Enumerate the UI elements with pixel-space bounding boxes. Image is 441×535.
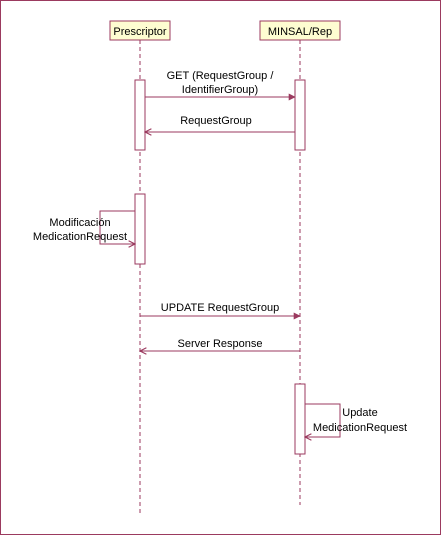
message-update-request-group-label: UPDATE RequestGroup [161, 302, 279, 314]
message-request-group-return-label: RequestGroup [180, 115, 252, 127]
participant-minsal-label: MINSAL/Rep [268, 26, 332, 38]
message-get-label-line2: IdentifierGroup) [182, 84, 258, 96]
activation-minsal-2 [294, 383, 306, 455]
participant-prescriptor: Prescriptor [109, 20, 171, 41]
message-request-group-return: RequestGroup [145, 115, 295, 132]
message-modificacion-self: Modificación MedicationRequest [33, 210, 135, 244]
message-update-self: Update MedicationRequest [305, 403, 407, 437]
message-modificacion-self-arrow [99, 210, 135, 244]
participant-minsal-box [259, 20, 341, 41]
activation-minsal-1 [294, 79, 306, 151]
message-get: GET (RequestGroup / IdentifierGroup) [145, 70, 296, 101]
participant-minsal: MINSAL/Rep [259, 20, 341, 41]
message-modificacion-label-line1: Modificación [49, 217, 110, 229]
message-update-label-line2: MedicationRequest [313, 422, 407, 434]
participant-prescriptor-box [109, 20, 171, 41]
participant-prescriptor-label: Prescriptor [113, 26, 167, 38]
message-server-response-label: Server Response [178, 338, 263, 350]
activation-prescriptor-1 [134, 79, 146, 151]
message-update-self-arrow [305, 403, 341, 437]
message-server-response: Server Response [140, 338, 300, 351]
message-get-label-line1: GET (RequestGroup / [167, 70, 275, 82]
message-update-label-line1: Update [342, 407, 377, 419]
message-modificacion-label-line2: MedicationRequest [33, 231, 127, 243]
activation-prescriptor-2 [134, 193, 146, 265]
message-update-request-group: UPDATE RequestGroup [140, 302, 301, 320]
